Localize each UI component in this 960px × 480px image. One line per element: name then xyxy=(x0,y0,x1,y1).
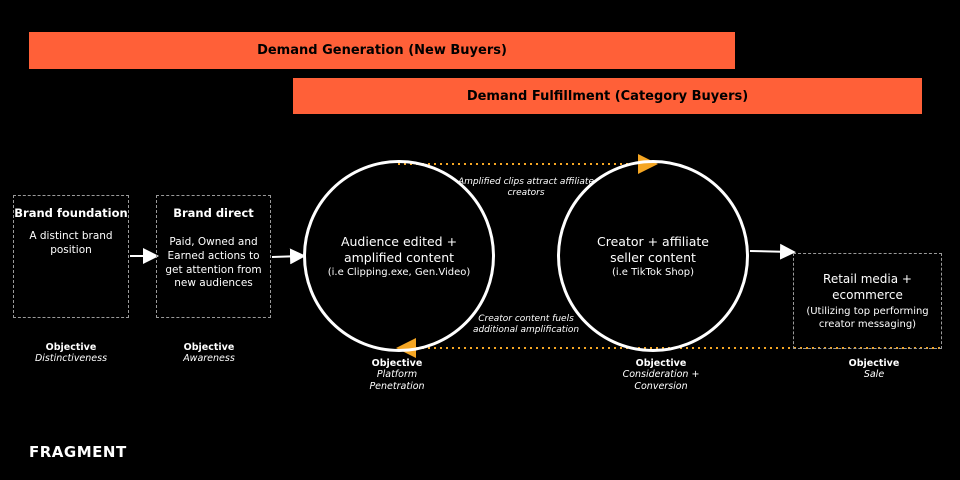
brand-direct-box: Brand direct Paid, Owned and Earned acti… xyxy=(156,195,271,318)
objective-label: Objective xyxy=(635,358,687,369)
flow-label-bottom: Creator content fuels additional amplifi… xyxy=(472,314,580,336)
objective-sale: Objective Sale xyxy=(814,358,934,381)
objective-value: Consideration + Conversion xyxy=(622,369,700,392)
objective-value: Sale xyxy=(863,369,885,381)
objective-label: Objective xyxy=(183,342,235,353)
objective-value: Awareness xyxy=(183,353,235,365)
objective-label: Objective xyxy=(371,358,423,369)
creator-content-circle: Creator + affiliate seller content (i.e … xyxy=(557,160,749,352)
objective-distinctiveness: Objective Distinctiveness xyxy=(11,342,131,365)
objective-consideration-conversion: Objective Consideration + Conversion xyxy=(601,358,721,392)
brand-direct-title: Brand direct xyxy=(173,206,254,220)
audience-content-title: Audience edited + amplified content xyxy=(340,233,458,265)
demand-fulfillment-bar: Demand Fulfillment (Category Buyers) xyxy=(293,78,922,114)
arrow-creator-to-retail xyxy=(749,243,796,260)
fragment-logo: FRAGMENT xyxy=(29,443,127,461)
arrow-direct-to-audience xyxy=(271,248,306,265)
creator-content-title: Creator + affiliate seller content xyxy=(597,233,709,265)
objective-value: Platform Penetration xyxy=(369,369,425,392)
objective-platform-penetration: Objective Platform Penetration xyxy=(337,358,457,392)
objective-label: Objective xyxy=(848,358,900,369)
brand-foundation-desc: A distinct brand position xyxy=(29,230,113,257)
brand-foundation-box: Brand foundation A distinct brand positi… xyxy=(13,195,129,318)
retail-media-box: Retail media + ecommerce (Utilizing top … xyxy=(793,253,942,349)
brand-direct-desc: Paid, Owned and Earned actions to get at… xyxy=(165,236,262,290)
flow-label-top: Amplified clips attract affiliate creato… xyxy=(458,177,594,199)
audience-content-circle: Audience edited + amplified content (i.e… xyxy=(303,160,495,352)
audience-content-desc: (i.e Clipping.exe, Gen.Video) xyxy=(327,267,471,279)
objective-awareness: Objective Awareness xyxy=(149,342,269,365)
objective-label: Objective xyxy=(45,342,97,353)
demand-generation-bar: Demand Generation (New Buyers) xyxy=(29,32,735,69)
brand-foundation-title: Brand foundation xyxy=(14,206,128,220)
creator-content-desc: (i.e TikTok Shop) xyxy=(611,267,695,279)
retail-media-title: Retail media + ecommerce xyxy=(823,272,912,302)
retail-media-desc: (Utilizing top performing creator messag… xyxy=(806,306,929,331)
objective-value: Distinctiveness xyxy=(34,353,108,365)
